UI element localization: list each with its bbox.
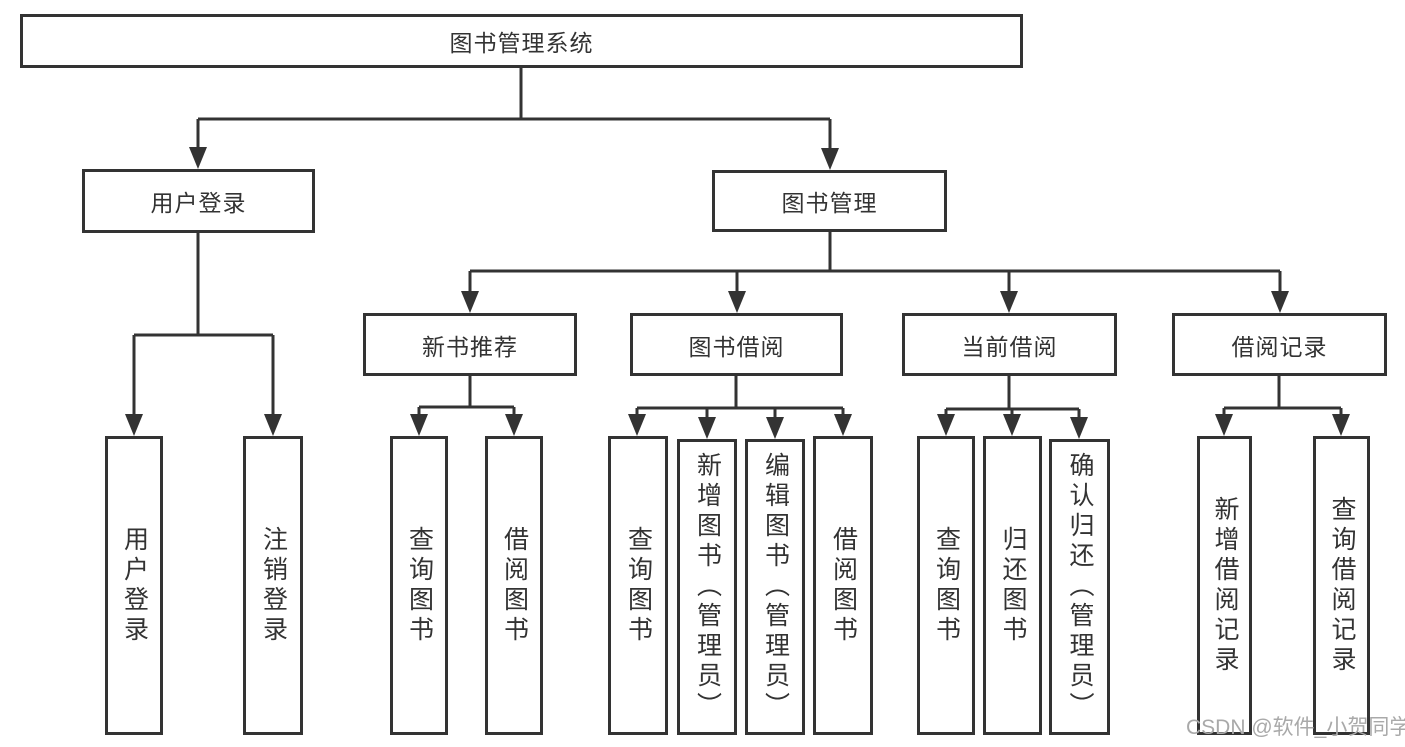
leaf-br-query-record-label: 查询借阅记录 — [1328, 495, 1356, 676]
node-library-management-system-label: 图书管理系统 — [449, 30, 594, 56]
leaf-bb-borrow-book: 借阅图书 — [813, 436, 873, 735]
node-current-borrow-label: 当前借阅 — [961, 333, 1058, 360]
leaf-bb-edit-book-admin-label: 编辑图书（管理员） — [761, 452, 790, 722]
node-new-book-recommend-label: 新书推荐 — [422, 333, 518, 360]
leaf-bb-add-book-admin-label: 新增图书（管理员） — [693, 452, 722, 722]
leaf-cb-query-book: 查询图书 — [917, 436, 975, 735]
node-borrow-record: 借阅记录 — [1172, 313, 1387, 376]
node-book-management: 图书管理 — [712, 170, 947, 232]
node-book-management-label: 图书管理 — [781, 190, 878, 216]
leaf-user-login-label: 用户登录 — [120, 525, 149, 646]
leaf-nbr-borrow-book: 借阅图书 — [485, 436, 543, 735]
arrowheads — [125, 147, 1350, 439]
leaf-bb-edit-book-admin: 编辑图书（管理员） — [745, 439, 805, 735]
leaf-cb-return-book: 归还图书 — [983, 436, 1042, 735]
node-user-login-label: 用户登录 — [150, 190, 247, 216]
leaf-br-query-record: 查询借阅记录 — [1313, 436, 1370, 735]
leaf-bb-query-book-label: 查询图书 — [624, 525, 653, 646]
node-book-borrow-label: 图书借阅 — [688, 333, 785, 360]
leaf-nbr-query-book-label: 查询图书 — [405, 525, 434, 646]
node-user-login: 用户登录 — [82, 169, 315, 233]
leaf-cb-confirm-return-admin: 确认归还（管理员） — [1049, 439, 1110, 735]
leaf-cb-query-book-label: 查询图书 — [932, 525, 961, 646]
leaf-cb-return-book-label: 归还图书 — [999, 525, 1027, 646]
csdn-watermark: CSDN @软件_小贺同学 — [1186, 716, 1405, 739]
node-new-book-recommend: 新书推荐 — [363, 313, 577, 376]
leaf-nbr-borrow-book-label: 借阅图书 — [500, 525, 529, 646]
node-borrow-record-label: 借阅记录 — [1231, 333, 1328, 360]
leaf-br-add-record: 新增借阅记录 — [1197, 436, 1252, 735]
node-current-borrow: 当前借阅 — [902, 313, 1117, 376]
leaf-bb-borrow-book-label: 借阅图书 — [829, 525, 858, 646]
leaf-bb-add-book-admin: 新增图书（管理员） — [677, 439, 737, 735]
node-book-borrow: 图书借阅 — [630, 313, 843, 376]
node-library-management-system: 图书管理系统 — [20, 14, 1023, 68]
leaf-bb-query-book: 查询图书 — [608, 436, 668, 735]
leaf-logout-label: 注销登录 — [259, 525, 288, 646]
leaf-user-login: 用户登录 — [105, 436, 163, 735]
leaf-logout: 注销登录 — [243, 436, 303, 735]
leaf-cb-confirm-return-admin-label: 确认归还（管理员） — [1066, 452, 1094, 722]
leaf-br-add-record-label: 新增借阅记录 — [1211, 495, 1239, 676]
leaf-nbr-query-book: 查询图书 — [390, 436, 448, 735]
